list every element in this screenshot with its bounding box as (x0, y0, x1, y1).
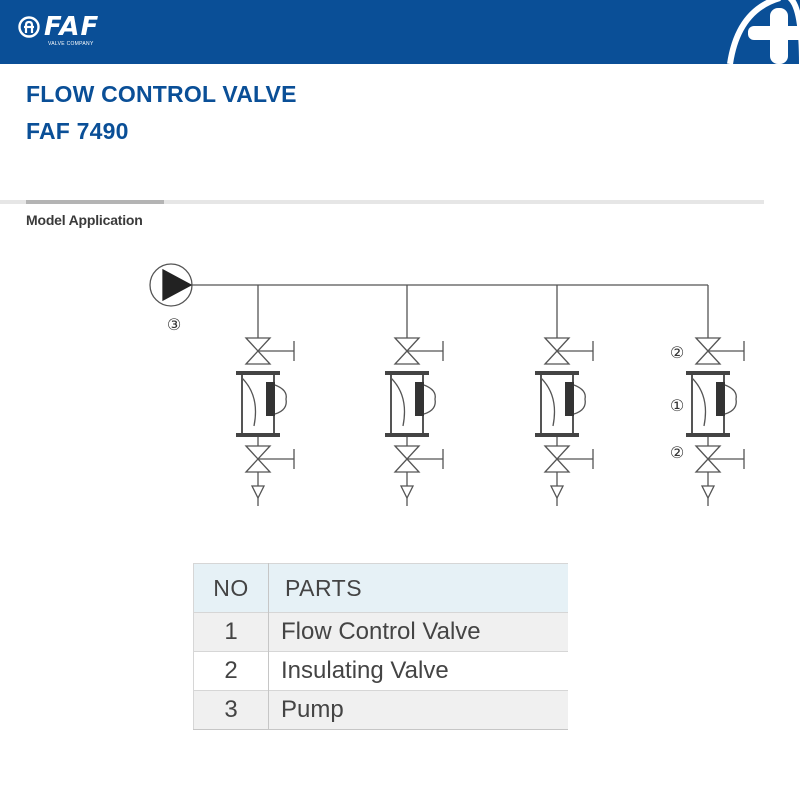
fcv-actuator-dome (573, 384, 586, 415)
parts-table: NO PARTS 1 Flow Control Valve 2 Insulati… (193, 563, 568, 730)
brand-logo[interactable]: FAF VALVE COMPANY (18, 12, 118, 52)
callout-pump: ③ (167, 315, 181, 334)
fcv-diaphragm-curve (540, 377, 556, 427)
row-part-name: Flow Control Valve (281, 618, 481, 645)
pump-triangle (162, 268, 193, 302)
fcv-actuator-dome (724, 384, 737, 415)
fcv-actuator-stem (716, 382, 725, 416)
flange-bottom (236, 433, 280, 437)
section-heading: Model Application (26, 212, 143, 228)
table-header-row: NO PARTS (193, 563, 568, 613)
fcv-actuator-stem (565, 382, 574, 416)
callout-flow-control-valve: ① (670, 396, 684, 415)
table-row: 3 Pump (193, 690, 568, 730)
callout-insulating-valve-top: ② (670, 343, 684, 362)
outflow-arrow (700, 485, 716, 500)
flange-bottom (535, 433, 579, 437)
callout-insulating-valve-bottom: ② (670, 443, 684, 462)
fcv-actuator-dome (423, 384, 436, 415)
flange-bottom (686, 433, 730, 437)
fcv-actuator-dome (274, 384, 287, 415)
fcv-actuator-stem (415, 382, 424, 416)
column-header-no: NO (193, 563, 269, 613)
column-header-parts: PARTS (285, 574, 363, 601)
flange-bottom (385, 433, 429, 437)
outflow-arrow (399, 485, 415, 500)
row-part-name: Insulating Valve (281, 657, 449, 684)
model-number: FAF 7490 (26, 118, 129, 144)
fcv-actuator-stem (266, 382, 275, 416)
section-divider (0, 200, 764, 204)
row-part-name: Pump (281, 696, 344, 723)
table-row: 2 Insulating Valve (193, 651, 568, 691)
outflow-arrow (250, 485, 266, 500)
fcv-diaphragm-curve (691, 377, 707, 427)
table-row: 1 Flow Control Valve (193, 612, 568, 652)
row-number: 3 (193, 690, 269, 730)
fcv-diaphragm-curve (390, 377, 406, 427)
brand-mark-icon (18, 16, 40, 38)
flange-top (686, 371, 730, 375)
outflow-arrow (549, 485, 565, 500)
brand-name: FAF (44, 12, 100, 42)
flange-top (236, 371, 280, 375)
page-header: FAF VALVE COMPANY (0, 0, 800, 64)
row-number: 1 (193, 612, 269, 652)
fcv-diaphragm-curve (241, 377, 257, 427)
branch-group (236, 285, 745, 506)
row-number: 2 (193, 651, 269, 691)
page-title: FLOW CONTROL VALVE (26, 81, 297, 107)
flange-top (385, 371, 429, 375)
brand-tagline: VALVE COMPANY (48, 41, 94, 47)
flange-top (535, 371, 579, 375)
valve-emblem-icon (727, 0, 800, 64)
model-application-diagram: ③ ② ① ② (149, 263, 745, 506)
